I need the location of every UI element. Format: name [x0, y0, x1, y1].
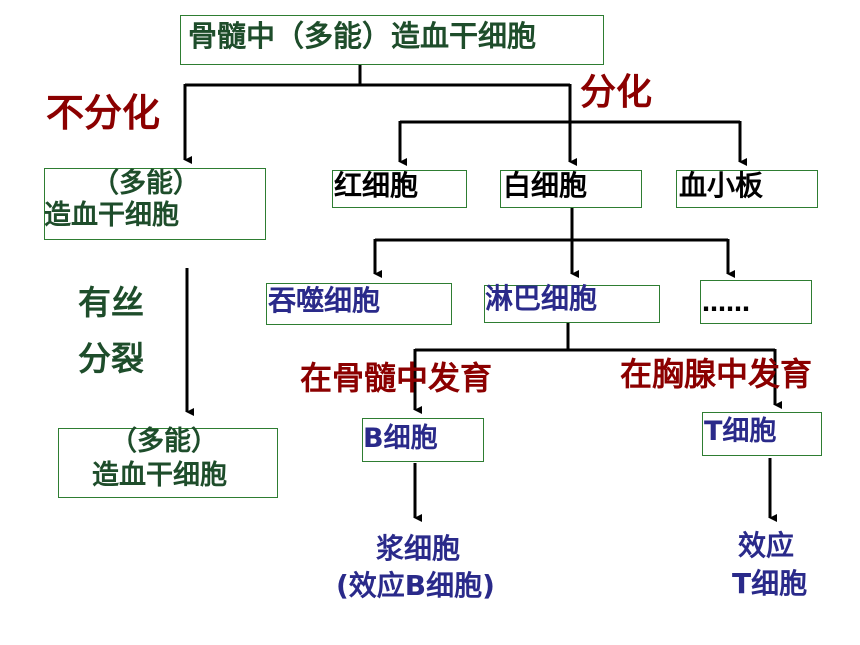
- b-cell-label: B细胞: [363, 423, 438, 454]
- b-cell-box: [362, 418, 484, 462]
- phagocyte-label: 吞噬细胞: [268, 284, 381, 317]
- t-cell-box: [702, 412, 822, 456]
- t-cell-label: T细胞: [704, 416, 777, 447]
- phagocyte-box: [266, 283, 452, 325]
- etc-box: [700, 280, 812, 324]
- white-cell-label: 白细胞: [503, 169, 588, 202]
- diff-label: 分化: [580, 72, 653, 113]
- plasma-cell-line1: 浆细胞: [376, 532, 461, 565]
- mitosis-label-line1: 有丝: [78, 283, 144, 322]
- lymphocyte-box: [484, 285, 660, 323]
- no-diff-label: 不分化: [46, 91, 161, 135]
- effector-t-line2: T细胞: [732, 567, 808, 600]
- etc-label: ……: [702, 289, 750, 317]
- red-cell-box: [332, 170, 467, 208]
- left-cell-box-2: [58, 428, 278, 498]
- left-cell-box-1: [44, 168, 266, 240]
- mitosis-label-line2: 分裂: [78, 339, 144, 378]
- left-cell-1-line1: （多能）: [92, 168, 200, 199]
- root-cell-label: 骨髓中（多能）造血干细胞: [188, 19, 537, 53]
- white-cell-box: [500, 170, 642, 208]
- thymus-label: 在胸腺中发育: [620, 355, 813, 393]
- left-cell-2-line2: 造血干细胞: [92, 460, 227, 491]
- platelet-box: [676, 170, 818, 208]
- lymphocyte-label: 淋巴细胞: [485, 282, 598, 315]
- red-cell-label: 红细胞: [334, 169, 419, 202]
- bone-marrow-label: 在骨髓中发育: [300, 359, 493, 397]
- left-cell-1-line2: 造血干细胞: [44, 200, 179, 231]
- effector-t-line1: 效应: [738, 529, 795, 562]
- root-cell-box: [180, 15, 604, 65]
- left-cell-2-line1: （多能）: [110, 426, 218, 457]
- platelet-label: 血小板: [679, 169, 764, 202]
- plasma-cell-line2: (效应B细胞): [336, 569, 495, 602]
